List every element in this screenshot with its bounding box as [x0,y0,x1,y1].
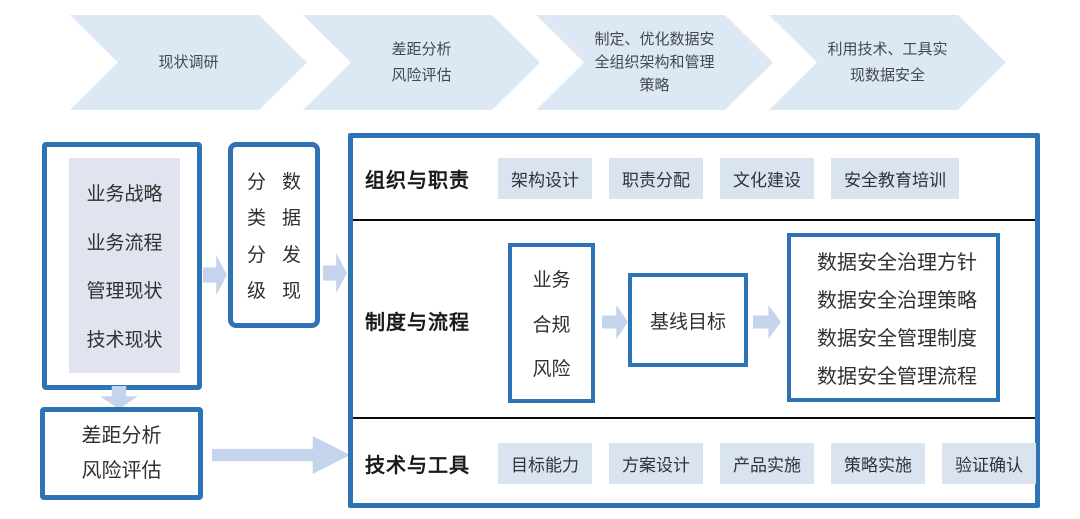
right-arrow-icon [203,255,227,295]
policy-outputs-box: 数据安全治理方针 数据安全治理策略 数据安全管理制度 数据安全管理流程 [787,233,1000,402]
technology-row: 技术与工具 目标能力 方案设计 产品实施 策略实施 验证确认 [353,419,1036,508]
right-arrow-icon [602,305,628,339]
process-step-2-line: 风险评估 [391,66,452,84]
right-arrow-icon [753,305,781,339]
process-step-2: 差距分析 风险评估 [303,15,540,110]
policy-output-item: 数据安全管理制度 [817,328,977,350]
current-state-item: 管理现状 [86,281,163,303]
process-step-2-line: 差距分析 [391,41,452,58]
organization-chip: 职责分配 [609,158,703,199]
baseline-target-label: 基线目标 [649,311,726,333]
technology-chips: 目标能力 方案设计 产品实施 策略实施 验证确认 [498,443,1036,484]
gap-analysis-line: 风险评估 [81,459,162,482]
policy-output-item: 数据安全治理方针 [817,252,977,274]
process-step-4-line: 现数据安全 [849,66,925,84]
process-step-4: 利用技术、工具实 现数据安全 [769,15,1006,110]
data-discovery-char: 发 [282,244,302,266]
current-state-item: 业务流程 [86,232,163,254]
classification-char: 分 [246,244,266,266]
technology-row-label: 技术与工具 [365,455,470,477]
process-step-3: 制定、优化数据安 全组织架构和管理 策略 [536,15,773,110]
technology-chip: 方案设计 [609,443,703,484]
process-step-3-line: 制定、优化数据安 [594,30,715,48]
baseline-target-box: 基线目标 [628,273,748,367]
technology-chip: 策略实施 [831,443,925,484]
data-discovery-char: 据 [282,208,302,230]
policy-output-item: 数据安全治理策略 [817,290,977,312]
classification-char: 级 [246,281,266,303]
classification-char: 类 [246,208,266,230]
organization-chips: 架构设计 职责分配 文化建设 安全教育培训 [498,158,959,199]
classification-discovery-box: 分 类 分 级 数 据 发 现 [228,142,320,328]
technology-chip: 验证确认 [942,443,1036,484]
policy-row-label: 制度与流程 [365,312,470,334]
governance-panel: 组织与职责 架构设计 职责分配 文化建设 安全教育培训 制度与流程 业务 合规 … [348,133,1040,508]
data-discovery-char: 数 [282,171,302,193]
organization-chip: 架构设计 [498,158,592,199]
policy-output-item: 数据安全管理流程 [817,366,977,388]
process-step-3-line: 全组织架构和管理 [594,53,715,71]
process-step-1-line: 现状调研 [158,53,219,71]
process-step-4-line: 利用技术、工具实 [827,41,948,58]
organization-chip: 安全教育培训 [831,158,959,199]
technology-chip: 产品实施 [720,443,814,484]
current-state-item: 技术现状 [86,329,163,351]
data-discovery-column: 数 据 发 现 [282,157,301,313]
gap-analysis-line: 差距分析 [81,424,162,447]
organization-row: 组织与职责 架构设计 职责分配 文化建设 安全教育培训 [353,138,1035,219]
current-state-item: 业务战略 [86,184,163,206]
current-state-list: 业务战略 业务流程 管理现状 技术现状 [69,158,180,373]
classification-char: 分 [246,171,266,193]
compliance-item: 风险 [532,359,571,381]
process-step-1: 现状调研 [70,15,307,110]
gap-analysis-box: 差距分析 风险评估 [40,407,203,500]
data-discovery-char: 现 [282,281,302,303]
technology-chip: 目标能力 [498,443,592,484]
compliance-item: 合规 [532,314,571,336]
process-step-3-line: 策略 [639,77,670,95]
compliance-item: 业务 [532,269,571,291]
row-divider [353,417,1035,419]
classification-column: 分 类 分 级 [247,157,266,313]
organization-row-label: 组织与职责 [365,170,470,192]
organization-chip: 文化建设 [720,158,814,199]
current-state-box: 业务战略 业务流程 管理现状 技术现状 [42,142,202,390]
compliance-box: 业务 合规 风险 [508,243,595,403]
row-divider [353,219,1035,221]
right-arrow-icon [323,253,347,293]
right-arrow-icon [212,436,350,474]
